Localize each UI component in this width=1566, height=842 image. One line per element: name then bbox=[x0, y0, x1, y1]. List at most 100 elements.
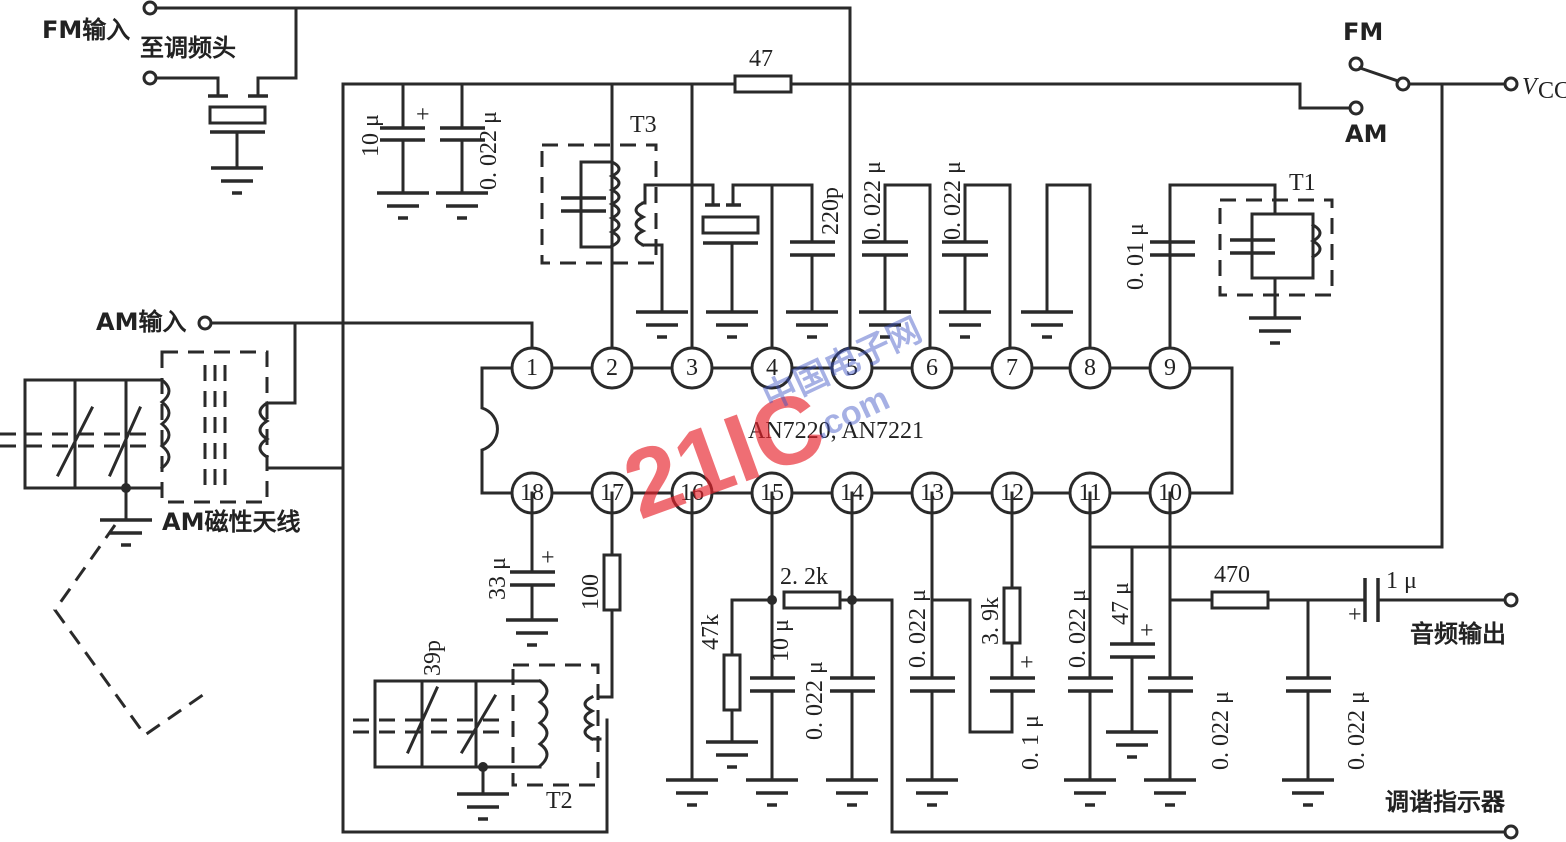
fm-input-label: FM输入 bbox=[42, 16, 130, 44]
fm-input-terminal[interactable] bbox=[142, 0, 158, 16]
ic-pin-number: 7 bbox=[1006, 355, 1018, 381]
resistor-47 bbox=[733, 74, 793, 94]
resistor-47k-label: 47k bbox=[698, 614, 724, 650]
to-tuner-label: 至调频头 bbox=[140, 34, 236, 62]
svg-text:+: + bbox=[1140, 618, 1154, 644]
transformer-t2: T2 39p bbox=[353, 640, 602, 821]
ic-pin-number: 6 bbox=[926, 355, 938, 381]
capacitor-pin13-label: 0. 022 μ bbox=[905, 589, 931, 668]
capacitor-10u-label: 10 μ bbox=[358, 114, 384, 157]
resistor-100-label: 100 bbox=[578, 574, 604, 610]
am-antenna-label: AM磁性天线 bbox=[162, 508, 300, 536]
band-switch[interactable]: FM AM bbox=[1343, 18, 1411, 148]
capacitor-39p-label: 39p bbox=[420, 640, 446, 676]
resistor-47-label: 47 bbox=[749, 46, 773, 72]
resistor-3-9k-label: 3. 9k bbox=[978, 597, 1004, 645]
capacitor-47u-label: 47 μ bbox=[1108, 582, 1134, 625]
ganged-tuning-link bbox=[53, 524, 211, 738]
ic-pin-7 bbox=[990, 346, 1034, 390]
ic-pin-5 bbox=[830, 346, 874, 390]
coil-icon bbox=[634, 200, 647, 248]
trimmer-arrow bbox=[108, 406, 142, 477]
switch-fm-label: FM bbox=[1343, 18, 1383, 46]
coil-icon bbox=[1309, 222, 1322, 260]
am-input-label: AM输入 bbox=[96, 308, 186, 336]
vcc-terminal[interactable] bbox=[1503, 76, 1519, 92]
capacitor-0-1u-label: 0. 1 μ bbox=[1018, 715, 1044, 770]
ground-icon bbox=[824, 778, 880, 807]
resistor-3-9k bbox=[1002, 586, 1022, 645]
to-tuner-terminal[interactable] bbox=[142, 70, 158, 86]
ground-icon bbox=[937, 310, 993, 339]
audio-output-terminal[interactable] bbox=[1503, 592, 1519, 608]
am-antenna-section: AM输入 AM磁性天线 bbox=[0, 308, 534, 738]
ic-pin-number: 4 bbox=[766, 355, 778, 381]
transformer-t1: T1 bbox=[1218, 170, 1334, 345]
svg-text:+: + bbox=[541, 545, 555, 571]
capacitor-1u-label: 1 μ bbox=[1386, 568, 1417, 594]
resistor-2-2k-label: 2. 2k bbox=[780, 564, 828, 590]
capacitor-33u-label: 33 μ bbox=[485, 557, 511, 600]
coil-icon bbox=[159, 377, 171, 471]
wire-vcc-to-pin11 bbox=[1088, 82, 1444, 549]
svg-text:+: + bbox=[416, 102, 430, 128]
capacitor-220p-label: 220p bbox=[818, 187, 844, 235]
resistor-470-label: 470 bbox=[1214, 562, 1250, 588]
coil-icon bbox=[537, 678, 549, 769]
ground-icon bbox=[434, 191, 490, 220]
ground-icon bbox=[744, 778, 800, 807]
capacitor-0022-top-label: 0. 022 μ bbox=[476, 111, 502, 190]
ground-icon bbox=[704, 310, 760, 339]
ic-pin-2 bbox=[590, 346, 634, 390]
tuning-indicator-label: 调谐指示器 bbox=[1385, 788, 1506, 816]
vcc-label: V bbox=[1522, 74, 1539, 100]
svg-text:+: + bbox=[1348, 602, 1362, 628]
switch-am-label: AM bbox=[1345, 120, 1387, 148]
audio-output-label: 音频输出 bbox=[1410, 620, 1506, 648]
resistor-470 bbox=[1210, 590, 1270, 610]
capacitor-001-label: 0. 01 μ bbox=[1123, 223, 1149, 290]
ground-icon bbox=[455, 792, 511, 821]
resistor-2-2k bbox=[782, 590, 842, 610]
ic-pin-4 bbox=[750, 346, 794, 390]
ground-icon bbox=[209, 166, 265, 195]
capacitor-pin11-label: 0. 022 μ bbox=[1065, 589, 1091, 668]
capacitor-pin5-label: 0. 022 μ bbox=[860, 161, 886, 240]
resistor-47k bbox=[722, 653, 742, 712]
coil-icon bbox=[583, 694, 596, 742]
am-input-terminal[interactable] bbox=[197, 315, 213, 331]
ic-pin-number: 9 bbox=[1164, 355, 1176, 381]
svg-text:+: + bbox=[1020, 650, 1034, 676]
resistor-100 bbox=[602, 553, 622, 612]
ic-pin-8 bbox=[1068, 346, 1112, 390]
ground-icon bbox=[1062, 778, 1118, 807]
ic-pin-number: 5 bbox=[846, 355, 858, 381]
variable-capacitor-arrow bbox=[55, 405, 95, 478]
coil-icon bbox=[258, 400, 270, 460]
ic-body bbox=[480, 366, 1234, 495]
capacitor-pin6-label: 0. 022 μ bbox=[940, 161, 966, 240]
ceramic-filter-fm bbox=[208, 105, 267, 125]
t2-label: T2 bbox=[546, 788, 573, 814]
ground-icon bbox=[704, 740, 760, 769]
t3-label: T3 bbox=[630, 112, 657, 138]
ground-icon bbox=[375, 191, 431, 220]
ground-icon bbox=[634, 310, 690, 339]
ground-icon bbox=[1019, 310, 1075, 339]
coil-icon bbox=[608, 159, 621, 249]
ic-pin-1 bbox=[510, 346, 554, 390]
ic-pin-number: 8 bbox=[1084, 355, 1096, 381]
ic-label: AN7220, AN7221 bbox=[748, 418, 924, 444]
ground-icon bbox=[784, 310, 840, 339]
capacitor-10u-bottom-label: 10 μ bbox=[768, 619, 794, 662]
tuning-indicator-terminal[interactable] bbox=[1503, 824, 1519, 840]
trimmer-arrow bbox=[459, 693, 498, 755]
transformer-t3: T3 bbox=[540, 82, 692, 370]
capacitor-pin14-label: 0. 022 μ bbox=[802, 661, 828, 740]
ic-pin-9 bbox=[1148, 346, 1192, 390]
ground-icon bbox=[504, 618, 560, 647]
ic-pin-number: 2 bbox=[606, 355, 618, 381]
ic-pin-6 bbox=[910, 346, 954, 390]
